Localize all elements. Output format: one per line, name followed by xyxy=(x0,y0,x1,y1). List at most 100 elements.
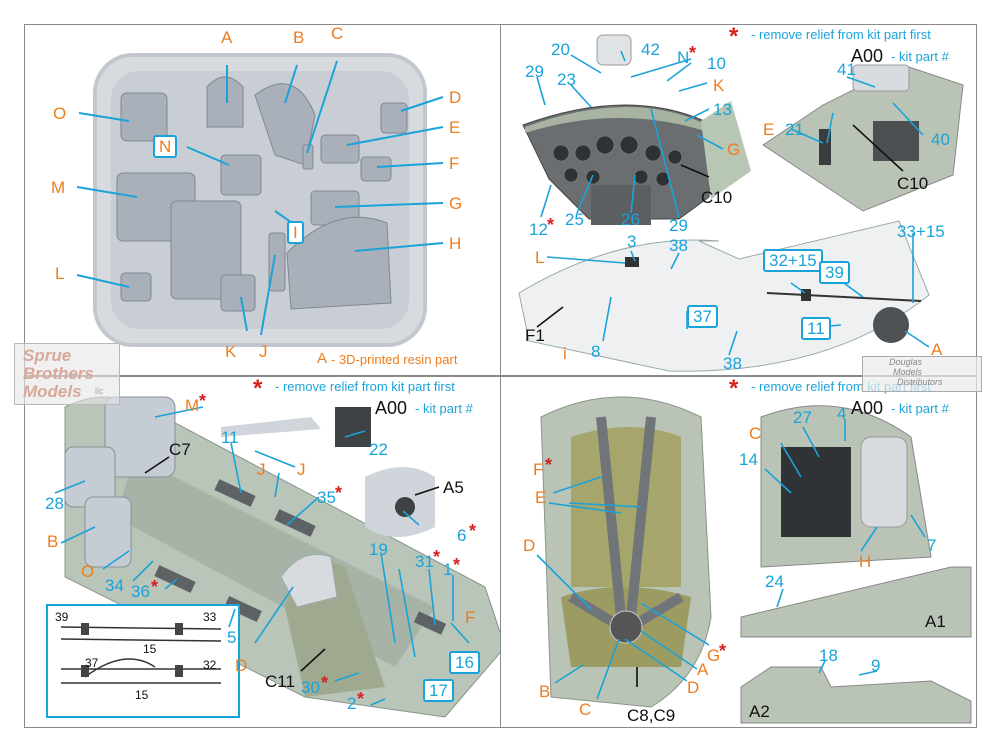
label-37: 37 xyxy=(687,305,718,328)
label-9: 9 xyxy=(871,656,881,675)
label-1: 1 xyxy=(443,560,453,579)
label-d-right: D xyxy=(687,678,700,697)
label-m-star: * xyxy=(199,391,207,411)
label-33-15: 33+15 xyxy=(897,222,945,241)
part-label-d: D xyxy=(449,88,462,107)
sprue-brothers-watermark: Sprue Brothers Models llc xyxy=(14,343,120,405)
label-a5: A5 xyxy=(443,478,464,497)
part-label-k: K xyxy=(225,342,237,361)
label-10: 10 xyxy=(707,54,726,73)
label-24: 24 xyxy=(765,572,784,591)
label-c-seat: C xyxy=(579,700,592,719)
inset-label-15-top: 15 xyxy=(143,642,157,656)
label-l: L xyxy=(535,248,545,267)
label-n: N xyxy=(677,48,690,67)
label-23: 23 xyxy=(557,70,576,89)
label-38-top: 38 xyxy=(669,236,688,255)
kit-part-code: A00 xyxy=(375,398,408,418)
part-label-h: H xyxy=(449,234,462,253)
part-label-e: E xyxy=(449,118,461,137)
label-38-bottom: 38 xyxy=(723,354,742,373)
label-29-right: 29 xyxy=(669,216,688,235)
remove-relief-note: - remove relief from kit part first xyxy=(275,379,455,394)
label-7: 7 xyxy=(927,536,937,555)
distributor-line2: Models xyxy=(893,367,923,377)
distributor-line3: Distributors xyxy=(897,377,943,387)
label-31-star: * xyxy=(433,547,441,567)
label-42: 42 xyxy=(641,40,660,59)
label-26: 26 xyxy=(621,210,640,229)
label-29-left: 29 xyxy=(525,62,544,81)
panel-instrument-panel: * - remove relief from kit part first A0… xyxy=(500,24,977,376)
label-22: 22 xyxy=(369,440,388,459)
label-27: 27 xyxy=(793,408,812,427)
label-m: M xyxy=(185,396,200,415)
label-17: 17 xyxy=(423,679,454,702)
inset-label-37: 37 xyxy=(85,656,99,670)
label-b: B xyxy=(47,532,59,551)
kit-part-code: A00 xyxy=(851,398,884,418)
label-i: i xyxy=(563,344,567,363)
label-e: E xyxy=(535,488,547,507)
label-12: 12 xyxy=(529,220,548,239)
part-label-a: A xyxy=(221,28,233,47)
label-32-15: 32+15 xyxy=(763,249,823,272)
watermark-line3: Models xyxy=(23,382,82,401)
inset-label-15-bottom: 15 xyxy=(135,688,149,702)
part-label-l: L xyxy=(55,264,65,283)
panel-resin-parts: A B C D E F G H J K L M O N I A - 3D-pri… xyxy=(24,24,501,376)
label-c10-left: C10 xyxy=(701,188,733,207)
label-d: D xyxy=(235,656,248,675)
inset-label-33: 33 xyxy=(203,610,217,624)
label-a: A xyxy=(697,660,709,679)
distributor-line1: Douglas xyxy=(889,357,923,367)
label-d-left: D xyxy=(523,536,536,555)
label-39: 39 xyxy=(819,261,850,284)
label-f: F xyxy=(533,460,544,479)
resin-tray-illustration xyxy=(76,53,444,347)
kit-part-note: - kit part # xyxy=(415,401,473,416)
inset-label-32: 32 xyxy=(203,658,217,672)
label-34: 34 xyxy=(105,576,124,595)
label-c10-right: C10 xyxy=(897,174,929,193)
label-a1: A1 xyxy=(925,612,946,631)
label-31: 31 xyxy=(415,552,434,571)
watermark-line1: Sprue xyxy=(23,346,72,365)
label-g: G xyxy=(727,140,741,159)
label-c8-c9: C8,C9 xyxy=(627,706,676,725)
label-j-left: J xyxy=(257,460,266,479)
label-5: 5 xyxy=(227,628,237,647)
label-13: 13 xyxy=(713,100,732,119)
label-21: 21 xyxy=(785,120,804,139)
part-label-n: N xyxy=(153,135,178,158)
label-35: 35 xyxy=(317,488,336,507)
label-6-star: * xyxy=(469,521,477,541)
label-2: 2 xyxy=(347,694,357,713)
label-40: 40 xyxy=(931,130,950,149)
label-20: 20 xyxy=(551,40,570,59)
part-label-b: B xyxy=(293,28,305,47)
label-o: O xyxy=(81,562,95,581)
label-c7: C7 xyxy=(169,440,191,459)
label-k: K xyxy=(713,76,725,95)
label-f: F xyxy=(465,608,476,627)
panel-seat-and-sides: * - remove relief from kit part first A0… xyxy=(500,376,977,728)
label-11: 11 xyxy=(801,317,831,340)
inset-label-39: 39 xyxy=(55,610,69,624)
label-30: 30 xyxy=(301,678,320,697)
label-b: B xyxy=(539,682,551,701)
label-e: E xyxy=(763,120,775,139)
label-8: 8 xyxy=(591,342,601,361)
kit-part-note: - kit part # xyxy=(891,401,949,416)
label-36-star: * xyxy=(151,577,159,597)
label-28: 28 xyxy=(45,494,64,513)
label-f1: F1 xyxy=(525,326,545,345)
label-g: G xyxy=(707,646,721,665)
part-label-m: M xyxy=(51,178,66,197)
label-6: 6 xyxy=(457,526,467,545)
label-3: 3 xyxy=(627,232,637,251)
label-2-star: * xyxy=(357,689,365,709)
label-18: 18 xyxy=(819,646,838,665)
label-n-star: * xyxy=(689,43,697,63)
label-g-star: * xyxy=(719,641,727,661)
